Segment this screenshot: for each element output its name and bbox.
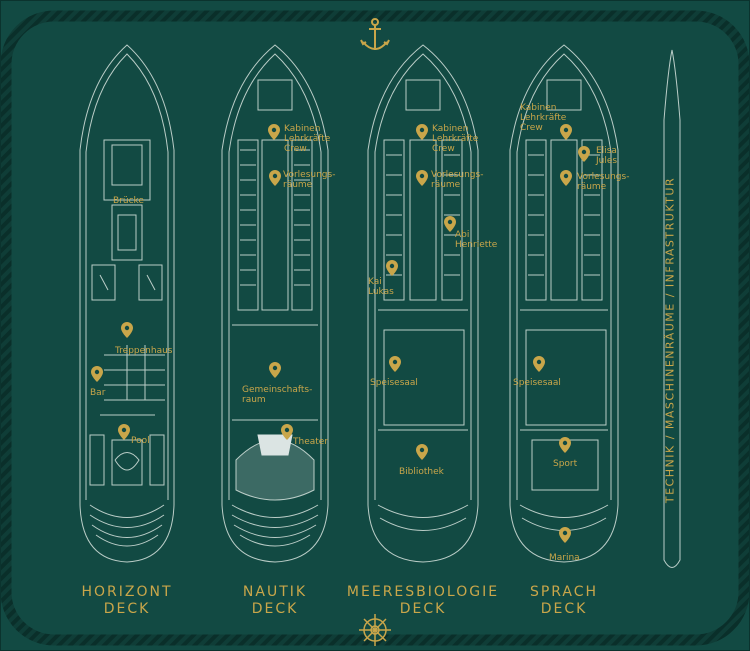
map-pin-icon[interactable] <box>269 362 281 378</box>
label-abi-henriette: Abi Henriette <box>455 230 498 250</box>
label-pool: Pool <box>131 436 150 446</box>
map-pin-icon[interactable] <box>559 437 571 453</box>
ship-wheel-icon <box>359 614 391 646</box>
map-pin-icon[interactable] <box>416 444 428 460</box>
ship-horizont <box>79 44 175 563</box>
label-vorlesungsraeume: Vorlesungs- räume <box>283 170 336 190</box>
label-vorlesungsraeume: Vorlesungs- räume <box>577 172 630 192</box>
map-pin-icon[interactable] <box>560 170 572 186</box>
label-marina: Marina <box>549 553 580 563</box>
label-bar: Bar <box>90 388 106 398</box>
map-pin-icon[interactable] <box>269 170 281 186</box>
label-bruecke: Brücke <box>113 196 144 206</box>
label-theater: Theater <box>293 437 329 447</box>
label-elisa-jules: Elisa Jules <box>596 146 618 166</box>
label-speisesaal: Speisesaal <box>513 378 561 388</box>
anchor-icon <box>357 18 393 54</box>
ship-nautik <box>221 44 329 563</box>
map-pin-icon[interactable] <box>416 170 428 186</box>
map-pin-icon[interactable] <box>386 260 398 276</box>
map-pin-icon[interactable] <box>416 124 428 140</box>
map-pin-icon[interactable] <box>281 424 293 440</box>
label-kabinen: Kabinen Lehrkräfte Crew <box>520 103 567 133</box>
side-title-technik: TECHNIK / MASCHINENRÄUME / INFRASTRUKTUR <box>663 176 677 504</box>
map-pin-icon[interactable] <box>560 124 572 140</box>
ship-sprach <box>509 44 619 563</box>
label-gemeinschaftsraum: Gemeinschafts- raum <box>242 385 313 405</box>
map-pin-icon[interactable] <box>389 356 401 372</box>
label-treppenhaus: Treppenhaus <box>115 346 173 356</box>
map-pin-icon[interactable] <box>559 527 571 543</box>
map-pin-icon[interactable] <box>268 124 280 140</box>
label-vorlesungsraeume: Vorlesungs- räume <box>431 170 484 190</box>
map-pin-icon[interactable] <box>444 216 456 232</box>
map-pin-icon[interactable] <box>578 146 590 162</box>
label-sport: Sport <box>553 459 578 469</box>
technik-ship-outline <box>663 49 681 568</box>
map-pin-icon[interactable] <box>118 424 130 440</box>
label-bibliothek: Bibliothek <box>399 467 444 477</box>
label-kabinen: Kabinen Lehrkräfte Crew <box>432 124 479 154</box>
map-pin-icon[interactable] <box>121 322 133 338</box>
label-kabinen: Kabinen Lehrkräfte Crew <box>284 124 331 154</box>
ship-meeresbiologie <box>367 44 479 563</box>
map-pin-icon[interactable] <box>91 366 103 382</box>
label-kai-lukas: Kai Lukas <box>368 277 394 297</box>
map-pin-icon[interactable] <box>533 356 545 372</box>
label-speisesaal: Speisesaal <box>370 378 418 388</box>
